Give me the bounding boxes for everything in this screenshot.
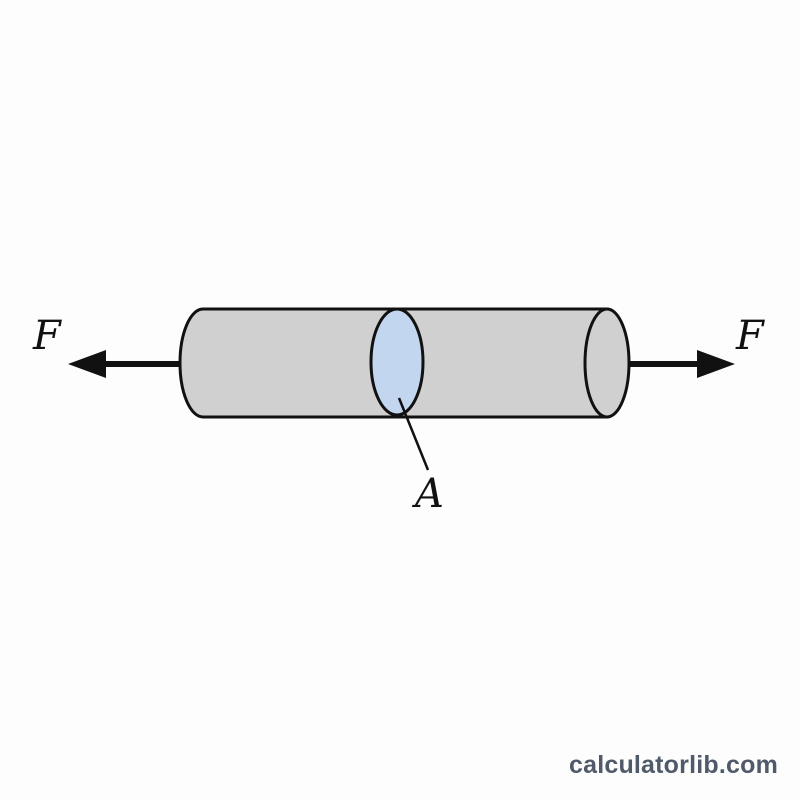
area-label: A	[411, 471, 444, 517]
area-leader-line	[397, 397, 430, 471]
right-force-arrow	[625, 350, 735, 378]
left-arrow-head	[68, 350, 106, 378]
right-force-label: F	[735, 313, 765, 359]
left-force-label: F	[32, 313, 62, 359]
right-arrow-head	[697, 350, 735, 378]
left-force-arrow	[68, 350, 182, 378]
cylinder-end-face	[583, 307, 631, 419]
watermark-text: calculatorlib.com	[568, 751, 778, 779]
cross-section-area	[369, 307, 425, 417]
